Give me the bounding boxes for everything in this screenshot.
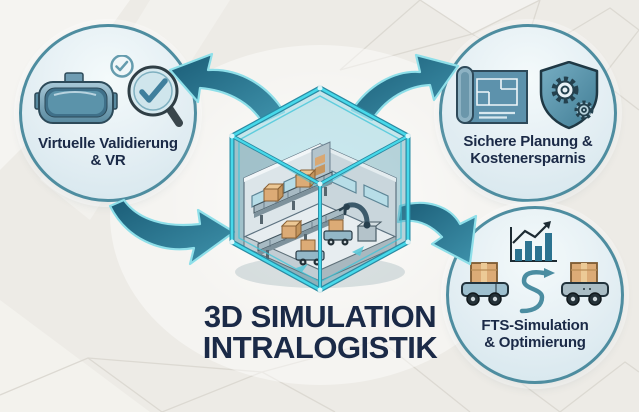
growth-chart-icon [510,221,557,262]
fts-label-line2: & Optimierung [484,334,586,352]
planung-label-line1: Sichere Planung & [463,133,593,150]
check-badge-icon [110,55,134,78]
planung-label-line2: Kostenersparnis [470,150,586,168]
agv-cart-icon [461,262,509,306]
gear-large [551,76,579,104]
node-virtuelle-validierung: Virtuelle Validierung & VR [19,24,197,202]
validation-icons [34,55,183,127]
agv-cart-icon [561,262,609,306]
fts-icons [461,221,609,314]
title-line1: 3D SIMULATION [203,299,437,334]
bg-stripe [0,300,150,412]
bg-facet [420,0,540,34]
validation-label-line2: & VR [90,152,126,170]
planung-label: Sichere Planung & Kostenersparnis [463,133,592,168]
vr-headset-icon [34,72,118,124]
title-line2: INTRALOGISTIK [202,330,438,365]
gear-small [574,100,594,120]
s-route-arrow-icon [519,268,555,314]
node-sichere-planung: Sichere Planung & Kostenersparnis [439,24,617,202]
planung-icons [456,61,599,130]
validation-label-line1: Virtuelle Validierung [38,135,178,152]
magnifier-check-icon [127,65,183,127]
shield-gears-icon [539,61,599,130]
page-title: 3D SIMULATION INTRALOGISTIK [120,301,520,363]
fts-label-line1: FTS-Simulation [481,317,589,334]
blueprint-icon [456,66,528,124]
fts-label: FTS-Simulation & Optimierung [481,317,588,352]
validation-label: Virtuelle Validierung & VR [38,135,178,170]
